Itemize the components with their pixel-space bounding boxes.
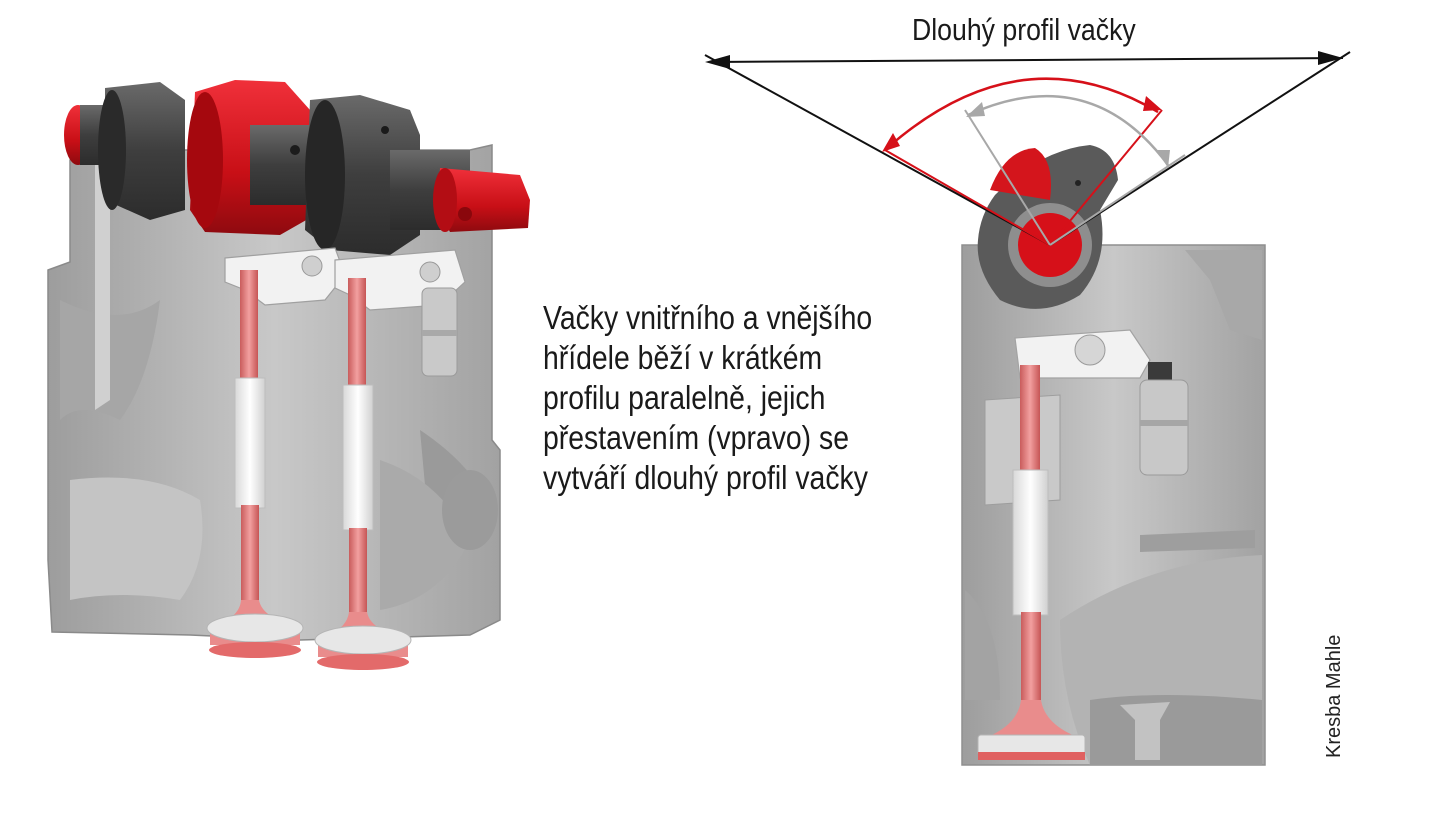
credit-text: Kresba Mahle	[1323, 634, 1345, 758]
caption-text: Vačky vnitřního a vnějšího hřídele běží …	[543, 298, 887, 498]
valve-left-2	[314, 278, 412, 670]
caption-line: Vačky vnitřního a vnějšího	[543, 299, 873, 336]
caption-line: hřídele běží v krátkém	[543, 339, 823, 376]
caption-line: vytváří dlouhý profil vačky	[543, 459, 868, 496]
left-camshaft-illustration	[47, 80, 530, 670]
lash-adjuster-section	[1139, 379, 1189, 476]
image-credit: Kresba Mahle	[1323, 598, 1346, 758]
outer-cam-angle-icon	[964, 95, 1186, 246]
long-cam-profile-label: Dlouhý profil vačky	[912, 12, 1136, 47]
caption-line: profilu paralelně, jejich	[543, 379, 826, 416]
valve-left-1	[206, 270, 304, 658]
inner-cam-angle-icon	[882, 77, 1163, 246]
inner-cam-lobe-section	[990, 148, 1051, 200]
valve-section	[977, 365, 1086, 760]
caption-line: přestavením (vpravo) se	[543, 419, 849, 456]
outer-cam-lobe-1	[105, 82, 185, 220]
right-cross-section-illustration	[704, 51, 1351, 766]
